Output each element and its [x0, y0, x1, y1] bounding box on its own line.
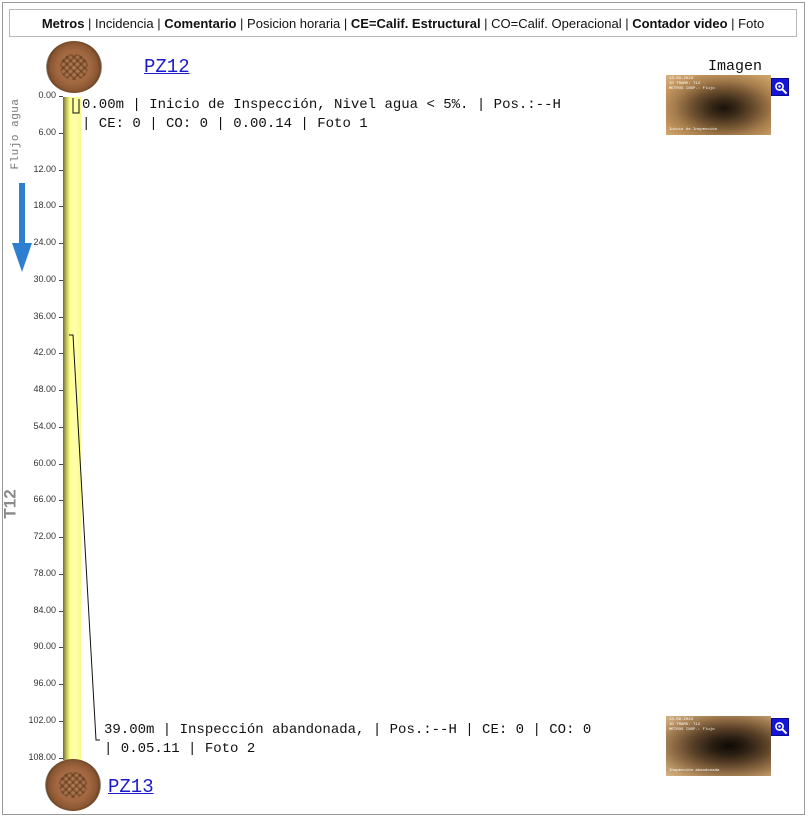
scale-tick-label: 66.00: [33, 494, 56, 505]
legend-posicion: Posicion horaria: [247, 16, 341, 31]
start-manhole-link[interactable]: PZ12: [144, 56, 190, 78]
legend-contador: Contador video: [632, 16, 728, 31]
scale-tick-mark: [59, 243, 63, 244]
scale-tick-label: 60.00: [33, 457, 56, 468]
scale-tick-label: 48.00: [33, 384, 56, 394]
legend-foto: Foto: [738, 16, 765, 31]
manhole-cover-icon: [46, 41, 102, 93]
scale-tick-mark: [59, 720, 63, 722]
scale-tick-mark: [59, 132, 63, 134]
scale-tick-label: 96.00: [33, 678, 56, 688]
observation-2-line1: 39.00m | Inspección abandonada, | Pos.:-…: [104, 722, 592, 738]
scale-tick-label: 30.00: [33, 273, 56, 284]
scale-tick-mark: [59, 206, 63, 208]
scale-tick-mark: [59, 610, 63, 612]
zoom-magnifier-icon[interactable]: [771, 78, 789, 96]
observation-1: 0.00m | Inicio de Inspección, Nivel agua…: [82, 96, 561, 134]
connector-obs-1: [72, 98, 80, 114]
scale-tick-mark: [59, 169, 63, 171]
scale-tick-mark: [59, 647, 63, 649]
scale-tick-mark: [59, 390, 63, 391]
scale-tick-label: 36.00: [33, 310, 56, 321]
legend-comentario: Comentario: [164, 16, 237, 31]
observation-1-line1: 0.00m | Inicio de Inspección, Nivel agua…: [82, 97, 561, 113]
photo-thumbnail-2[interactable]: 13-09-2023 ID TRAMO: T12 METROS INSP.: F…: [666, 716, 771, 776]
pipe-segment: [63, 97, 81, 760]
observation-2-line2: | 0.05.11 | Foto 2: [104, 741, 256, 757]
legend-ce: CE=Calif. Estructural: [350, 16, 481, 31]
end-manhole-link[interactable]: PZ13: [108, 776, 154, 798]
scale-tick-label: 90.00: [33, 641, 56, 652]
flow-down-arrow-icon: [12, 183, 32, 272]
scale-tick-mark: [59, 500, 63, 502]
legend-co: CO=Calif. Operacional: [491, 16, 622, 31]
scale-tick-mark: [59, 316, 63, 318]
scale-tick-label: 102.00: [28, 714, 56, 725]
scale-tick-mark: [59, 463, 63, 465]
scale-tick-mark: [59, 353, 63, 355]
scale-tick-label: 18.00: [33, 200, 56, 211]
manhole-cover-icon: [45, 759, 101, 811]
column-legend: Metros | Incidencia | Comentario | Posic…: [9, 9, 797, 37]
scale-tick-mark: [59, 279, 63, 281]
scale-tick-label: 6.00: [38, 126, 56, 137]
connector-obs-2: [69, 334, 100, 741]
scale-tick-label: 108.00: [28, 751, 56, 762]
legend-metros: Metros: [41, 16, 85, 31]
scale-tick-label: 72.00: [33, 531, 56, 541]
observation-1-line2: | CE: 0 | CO: 0 | 0.00.14 | Foto 1: [82, 116, 368, 132]
legend-incidencia: Incidencia: [95, 16, 154, 31]
scale-tick-mark: [59, 684, 63, 685]
photo-thumbnail-1[interactable]: 13-09-2023 ID TRAMO: T12 METROS INSP.: F…: [666, 75, 771, 135]
scale-tick-label: 24.00: [33, 237, 56, 247]
scale-tick-label: 12.00: [33, 163, 56, 174]
scale-tick-mark: [59, 537, 63, 538]
scale-tick-label: 42.00: [33, 347, 56, 358]
scale-tick-label: 84.00: [33, 604, 56, 615]
scale-tick-mark: [59, 573, 63, 575]
zoom-magnifier-icon[interactable]: [771, 718, 789, 736]
scale-tick-mark: [59, 96, 63, 97]
scale-tick-label: 0.00: [38, 90, 56, 100]
scale-tick-label: 78.00: [33, 567, 56, 578]
image-column-header: Imagen: [708, 58, 763, 75]
scale-tick-mark: [59, 426, 63, 428]
observation-2: 39.00m | Inspección abandonada, | Pos.:-…: [104, 721, 591, 759]
scale-tick-mark: [59, 757, 63, 759]
scale-tick-label: 54.00: [33, 420, 56, 431]
